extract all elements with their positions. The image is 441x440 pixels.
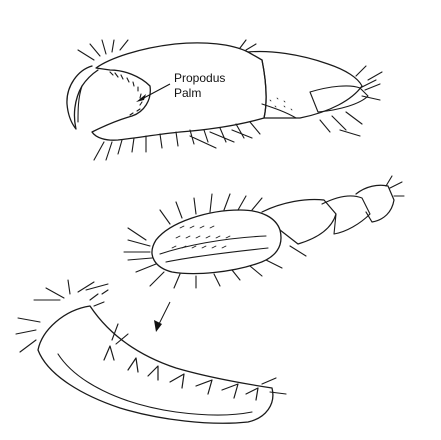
top-propodus — [91, 42, 267, 141]
top-setae-upper — [77, 39, 257, 61]
middle-appendage — [123, 175, 405, 289]
bottom-spines — [103, 345, 259, 401]
bottom-dactyl — [57, 353, 253, 416]
middle-carpus — [261, 198, 337, 245]
middle-basis — [355, 184, 395, 223]
middle-setae-upper — [159, 193, 263, 225]
propodus-label: Propodus — [174, 71, 226, 85]
detail-arrow — [154, 301, 171, 332]
top-carpus — [247, 50, 363, 119]
annotation-arrow — [136, 83, 171, 102]
top-dactyl — [66, 65, 99, 130]
palm-label: Palm — [174, 86, 202, 100]
top-setae-lower — [93, 121, 261, 161]
bottom-setae — [15, 279, 109, 353]
top-dactyl-inner — [77, 85, 83, 123]
top-appendage — [66, 39, 383, 161]
top-palm-spines — [109, 71, 143, 116]
middle-merus — [321, 195, 371, 235]
middle-propodus — [151, 209, 282, 275]
middle-setae-lower — [127, 245, 307, 289]
bottom-appendage — [15, 279, 287, 424]
top-merus — [309, 85, 369, 113]
bottom-body — [37, 305, 274, 424]
